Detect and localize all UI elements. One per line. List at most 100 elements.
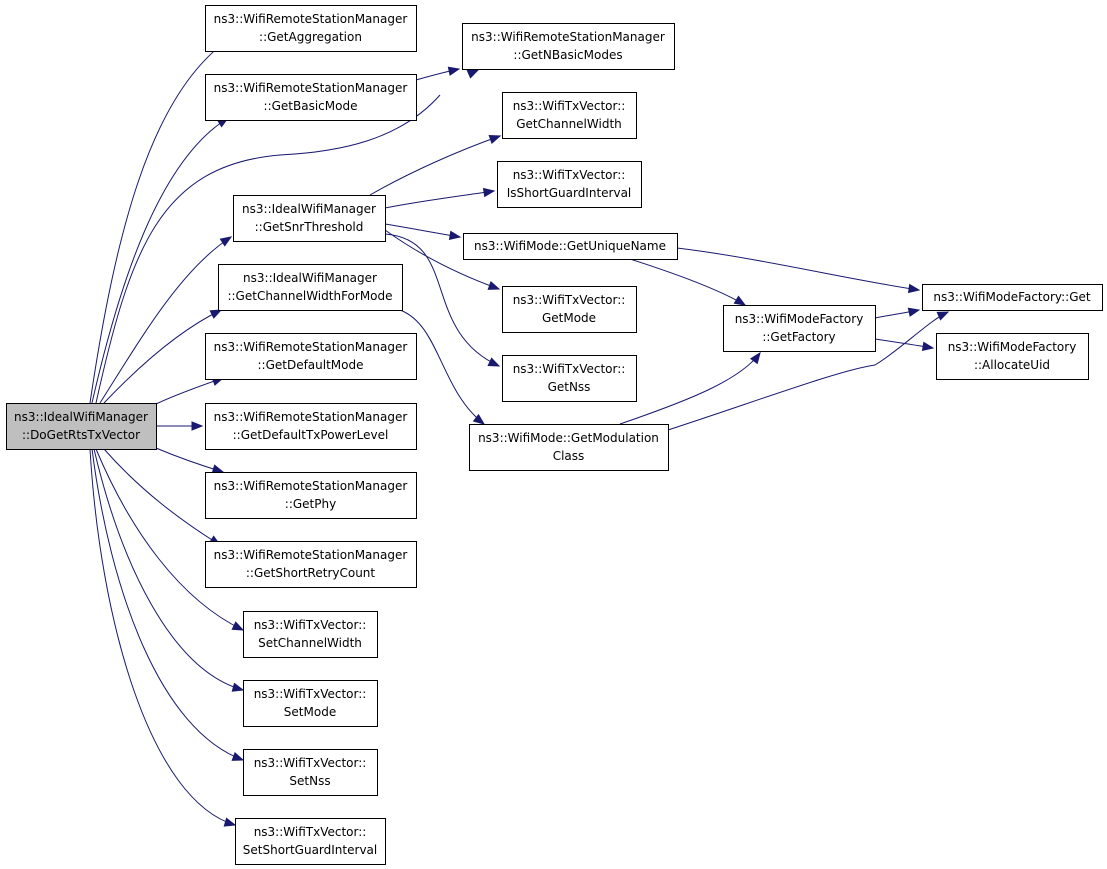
node-label: ::GetDefaultMode: [257, 358, 363, 372]
arrowhead-icon: [466, 69, 480, 79]
edge-line: [399, 309, 485, 425]
node-label: ns3::WifiMode::GetUniqueName: [474, 239, 666, 253]
node-label: ns3::WifiTxVector::: [513, 293, 626, 307]
node-label: Class: [553, 449, 585, 463]
node-getSnrThreshold[interactable]: ns3::IdealWifiManager::GetSnrThreshold: [233, 195, 386, 242]
arrowhead-icon: [447, 66, 461, 76]
edge-line: [384, 229, 500, 290]
arrowhead-icon: [211, 464, 225, 474]
arrowhead-icon: [472, 413, 486, 425]
node-label: GetNss: [548, 380, 591, 394]
node-label: ::GetPhy: [285, 497, 336, 511]
edge-root-to-getSnrThreshold: [99, 236, 233, 404]
edge-line: [384, 223, 461, 238]
node-getDefaultMode[interactable]: ns3::WifiRemoteStationManager::GetDefaul…: [205, 333, 417, 380]
node-box: [218, 264, 403, 311]
node-label: ns3::IdealWifiManager: [14, 410, 148, 424]
arrowhead-icon: [487, 280, 501, 290]
node-label: ::DoGetRtsTxVector: [22, 428, 140, 442]
edge-getUniqueName-to-factoryGet: [676, 247, 921, 294]
node-getMode[interactable]: ns3::WifiTxVector::GetMode: [502, 286, 637, 333]
edge-line: [99, 236, 232, 404]
node-root[interactable]: ns3::IdealWifiManager::DoGetRtsTxVector: [6, 403, 157, 450]
arrowhead-icon: [482, 187, 496, 198]
node-label: ::GetShortRetryCount: [246, 566, 376, 580]
node-setMode[interactable]: ns3::WifiTxVector::SetMode: [243, 680, 378, 727]
node-box: [497, 161, 642, 208]
node-allocateUid[interactable]: ns3::WifiModeFactory::AllocateUid: [936, 333, 1089, 380]
node-factoryGet[interactable]: ns3::WifiModeFactory::Get: [922, 284, 1103, 311]
edge-line: [93, 448, 244, 691]
edge-getSnrThreshold-to-getNss: [384, 233, 501, 367]
arrowhead-icon: [936, 311, 950, 321]
edge-getSnrThreshold-to-getMode: [384, 229, 501, 290]
edge-root-to-setChannelWidth: [95, 448, 245, 631]
node-setNss[interactable]: ns3::WifiTxVector::SetNss: [243, 749, 378, 796]
node-box: [235, 818, 386, 865]
node-getFactory[interactable]: ns3::WifiModeFactory::GetFactory: [723, 305, 876, 352]
node-setShortGuardInterval[interactable]: ns3::WifiTxVector::SetShortGuardInterval: [235, 818, 386, 865]
node-label: ns3::WifiTxVector::: [254, 756, 367, 770]
node-label: ns3::WifiModeFactory::Get: [933, 290, 1090, 304]
node-setChannelWidth[interactable]: ns3::WifiTxVector::SetChannelWidth: [243, 611, 378, 658]
edge-getModulationClass-to-factoryGet: [667, 311, 950, 431]
node-label: ns3::IdealWifiManager: [243, 271, 377, 285]
node-label: ns3::WifiRemoteStationManager: [214, 340, 408, 354]
node-label: ns3::WifiTxVector::: [254, 618, 367, 632]
node-box: [205, 541, 417, 588]
edge-line: [89, 39, 229, 404]
node-getPhy[interactable]: ns3::WifiRemoteStationManager::GetPhy: [205, 472, 417, 519]
node-getUniqueName[interactable]: ns3::WifiMode::GetUniqueName: [463, 233, 678, 260]
edge-getFactory-to-allocateUid: [874, 338, 935, 351]
node-label: ns3::WifiRemoteStationManager: [214, 548, 408, 562]
edge-getSnrThreshold-to-getChannelWidth: [369, 134, 502, 196]
node-isShortGuardInterval[interactable]: ns3::WifiTxVector::IsShortGuardInterval: [497, 161, 642, 208]
node-label: SetChannelWidth: [258, 636, 362, 650]
node-getNss[interactable]: ns3::WifiTxVector::GetNss: [502, 355, 637, 402]
node-label: ns3::WifiRemoteStationManager: [471, 30, 665, 44]
edge-line: [95, 94, 441, 404]
node-label: ns3::WifiTxVector::: [513, 168, 626, 182]
arrowhead-icon: [231, 621, 245, 631]
arrowhead-icon: [749, 351, 761, 365]
edge-line: [384, 190, 495, 209]
node-box: [205, 333, 417, 380]
node-getBasicMode[interactable]: ns3::WifiRemoteStationManager::GetBasicM…: [205, 74, 417, 121]
edge-getBasicMode-to-getNBasicModes: [415, 66, 461, 81]
node-label: ns3::WifiTxVector::: [254, 825, 367, 839]
edge-line: [89, 448, 236, 826]
edge-root-to-setShortGuardInterval: [89, 448, 237, 827]
edge-line: [91, 117, 229, 404]
node-getChannelWidthForMode[interactable]: ns3::IdealWifiManager::GetChannelWidthFo…: [218, 264, 403, 311]
edge-line: [676, 247, 920, 291]
node-label: ::GetSnrThreshold: [255, 220, 364, 234]
arrowhead-icon: [231, 682, 245, 692]
arrowhead-icon: [219, 236, 233, 247]
node-box: [205, 74, 417, 121]
node-getDefaultTxPowerLevel[interactable]: ns3::WifiRemoteStationManager::GetDefaul…: [205, 403, 417, 450]
edge-line: [667, 311, 949, 431]
node-box: [243, 749, 378, 796]
arrowhead-icon: [209, 309, 223, 319]
edge-line: [103, 309, 222, 404]
node-label: IsShortGuardInterval: [507, 186, 632, 200]
arrowhead-icon: [191, 421, 204, 431]
edge-line: [619, 352, 761, 425]
node-label: ::GetDefaultTxPowerLevel: [233, 428, 389, 442]
node-box: [243, 680, 378, 727]
node-box: [233, 195, 386, 242]
node-getNBasicModes[interactable]: ns3::WifiRemoteStationManager::GetNBasic…: [462, 23, 675, 70]
edge-line: [103, 448, 221, 546]
edge-getSnrThreshold-to-getUniqueName: [384, 223, 462, 241]
node-box: [205, 403, 417, 450]
node-label: ns3::WifiRemoteStationManager: [214, 479, 408, 493]
node-getShortRetryCount[interactable]: ns3::WifiRemoteStationManager::GetShortR…: [205, 541, 417, 588]
node-label: ns3::WifiRemoteStationManager: [214, 410, 408, 424]
arrowhead-icon: [223, 817, 237, 827]
node-box: [922, 284, 1103, 311]
arrowhead-icon: [487, 357, 501, 367]
node-getChannelWidth[interactable]: ns3::WifiTxVector::GetChannelWidth: [502, 92, 637, 139]
node-getAggregation[interactable]: ns3::WifiRemoteStationManager::GetAggreg…: [205, 5, 417, 52]
